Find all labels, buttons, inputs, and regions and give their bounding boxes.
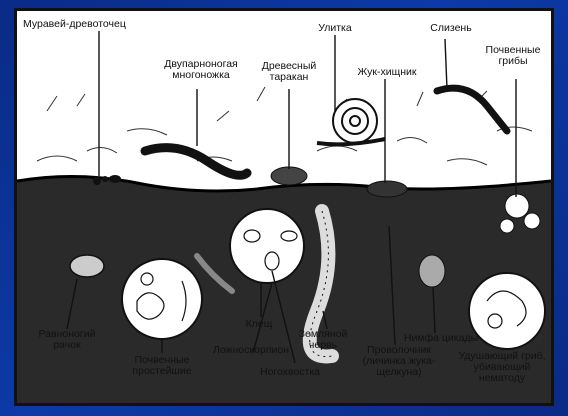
label-ant: Муравей-древоточец bbox=[23, 19, 126, 30]
snail-figure bbox=[317, 99, 385, 144]
label-soil-fungi: Почвенные грибы bbox=[479, 45, 547, 67]
cicada-nymph-figure bbox=[419, 255, 445, 287]
protozoa-inset bbox=[122, 259, 202, 339]
slug-figure bbox=[437, 88, 507, 131]
label-beetle: Жук-хищник bbox=[347, 67, 427, 78]
label-slug: Слизень bbox=[421, 23, 481, 34]
label-isopod: Равноногий рачок bbox=[27, 329, 107, 351]
label-tick: Клещ bbox=[239, 319, 279, 330]
label-springtail: Ногохвостка bbox=[245, 367, 335, 378]
illustration-panel: Муравей-древоточец Двупарноногая многоно… bbox=[14, 8, 554, 406]
label-fungus: Удушающий гриб, убивающий нематоду bbox=[455, 351, 549, 384]
leaf-litter bbox=[37, 87, 532, 165]
tick-inset bbox=[230, 209, 304, 283]
cockroach-figure bbox=[271, 167, 307, 185]
label-snail: Улитка bbox=[305, 23, 365, 34]
label-protozoa: Почвенные простейшие bbox=[117, 355, 207, 377]
label-wireworm: Проволочник (личинка жука-щелкуна) bbox=[349, 345, 449, 378]
isopod-figure bbox=[70, 255, 104, 277]
label-cicada: Нимфа цикады bbox=[401, 333, 481, 344]
label-millipede: Двупарноногая многоножка bbox=[145, 59, 257, 81]
millipede-figure bbox=[145, 148, 247, 176]
label-cockroach: Древесный таракан bbox=[249, 61, 329, 83]
beetle-figure bbox=[367, 181, 407, 197]
label-earthworm: Земляной червь bbox=[289, 329, 357, 351]
